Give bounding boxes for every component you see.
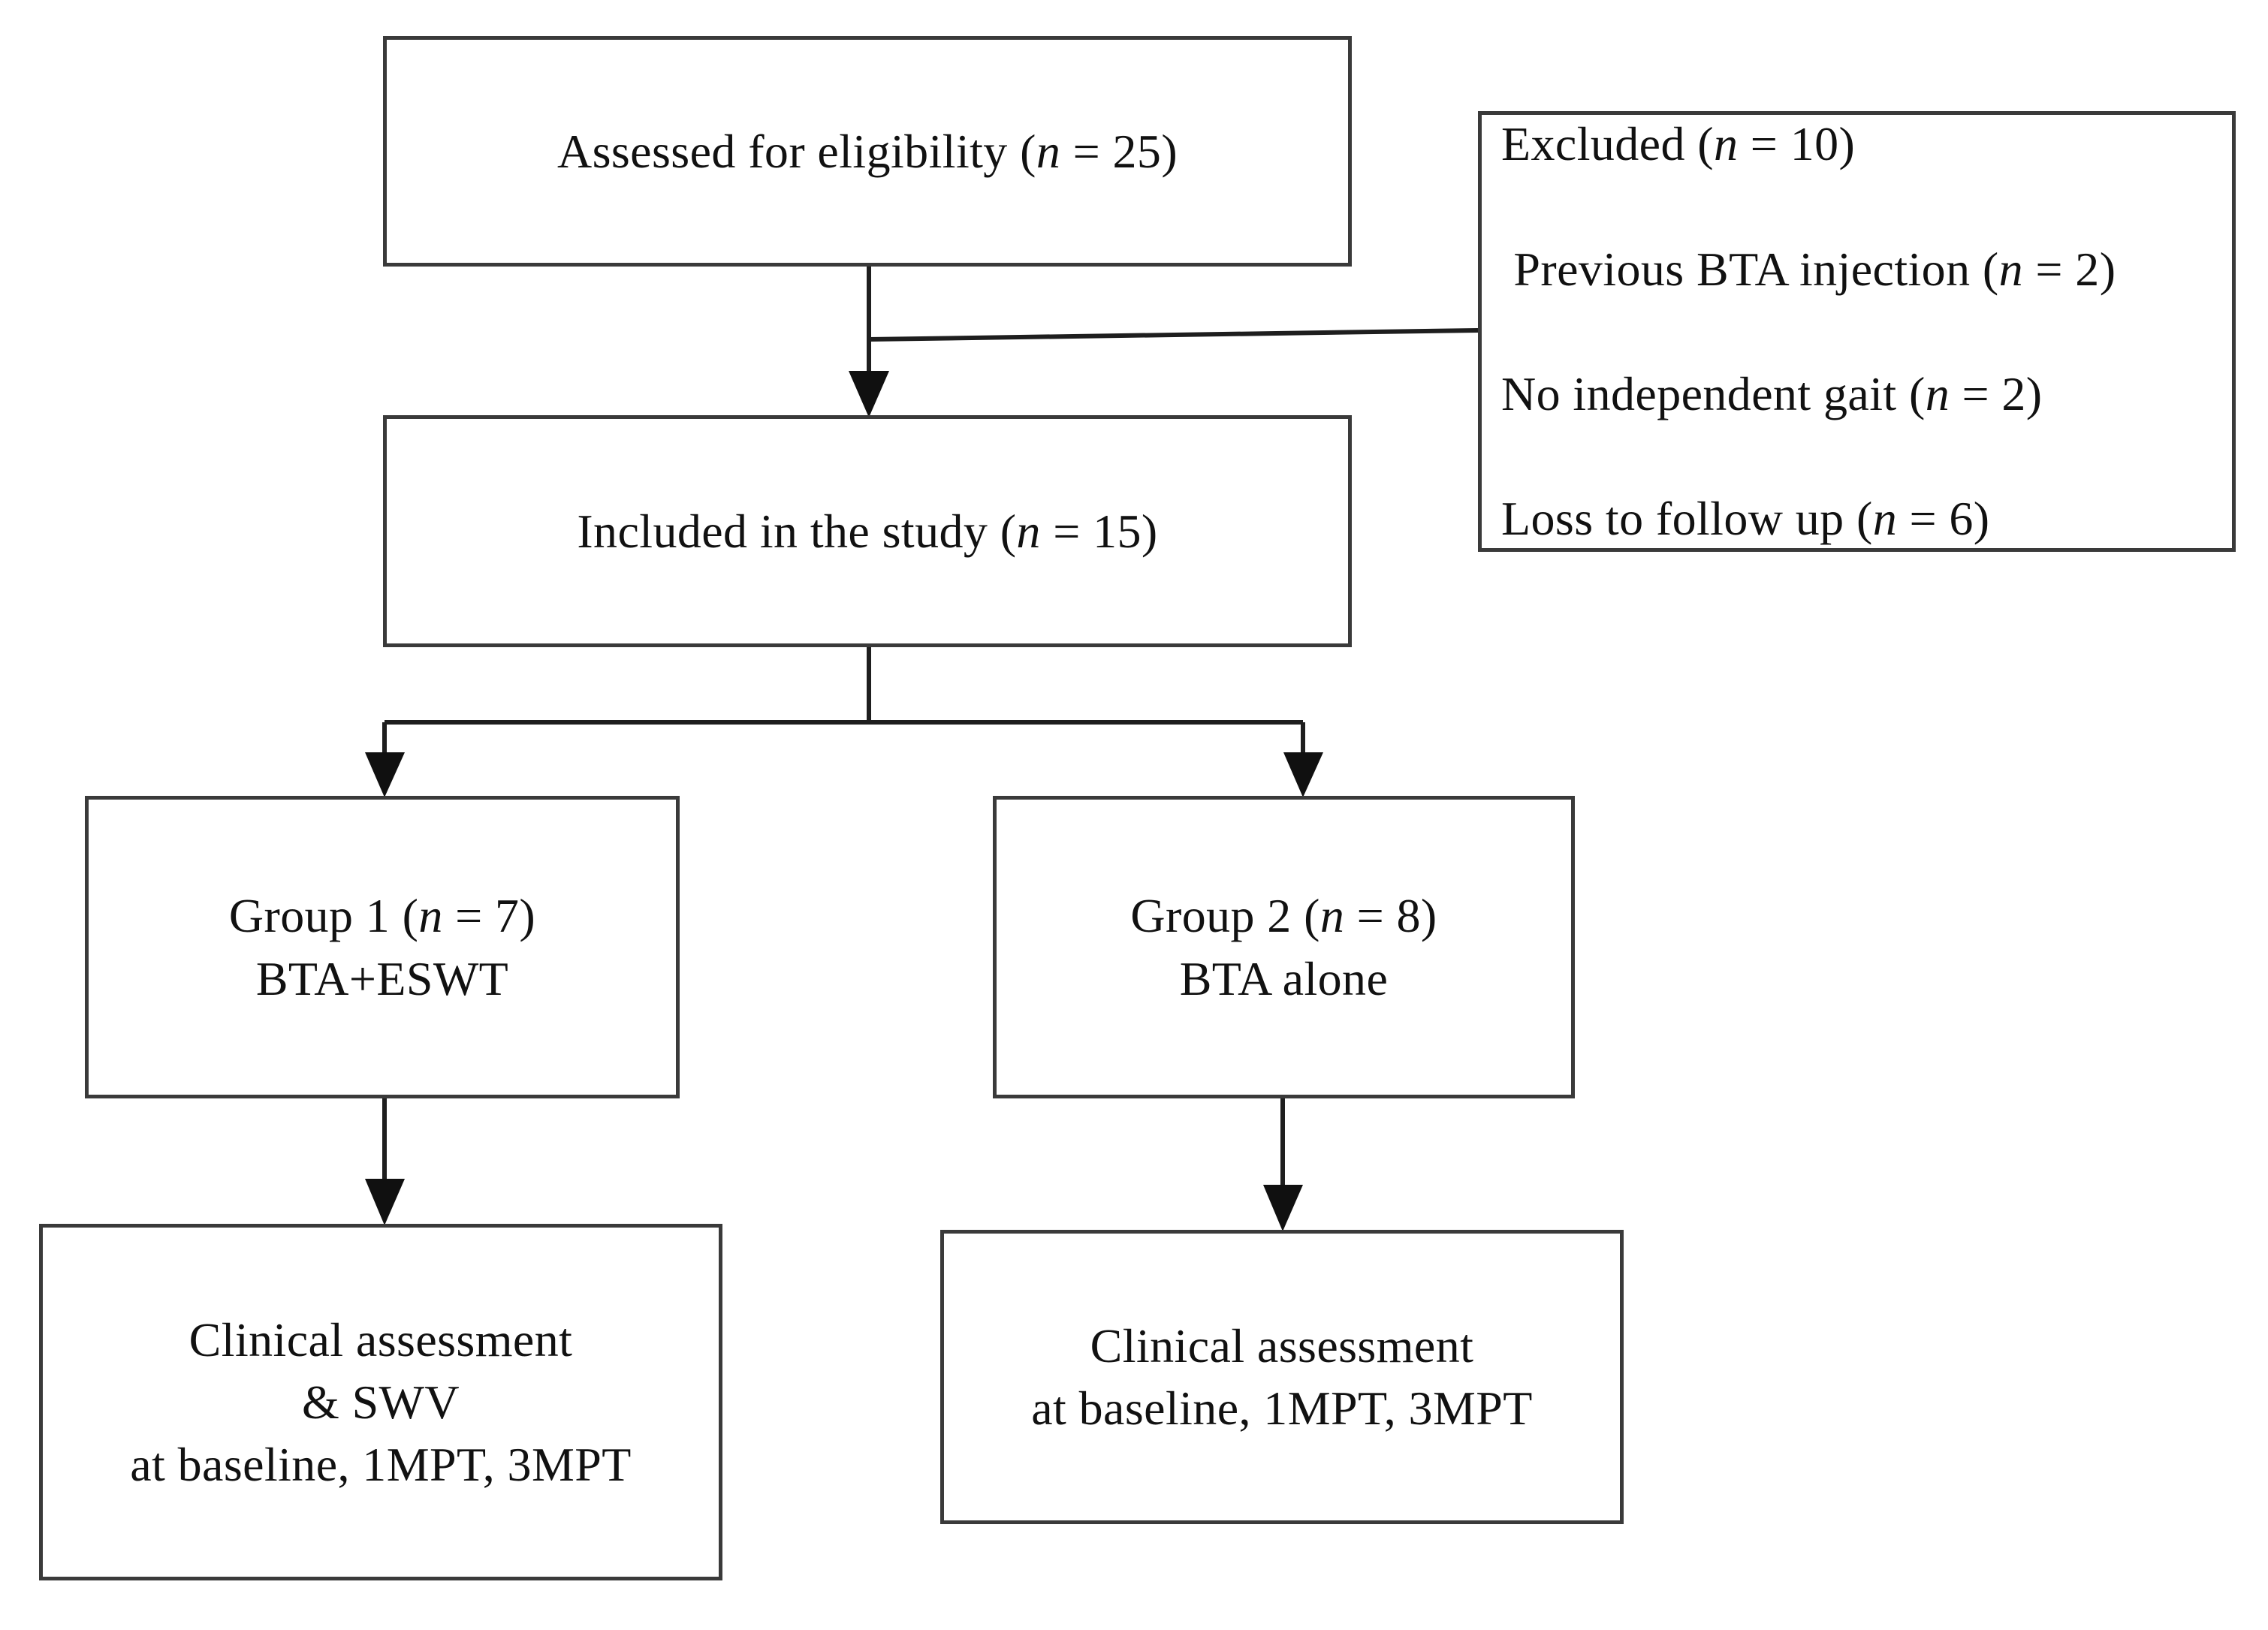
outcome2-label: Clinical assessment at baseline, 1MPT, 3M… (1031, 1315, 1533, 1439)
n-italic: n (1872, 492, 1898, 546)
outcome1-line-2: & SWV (301, 1375, 460, 1429)
node-excluded[interactable]: Excluded (n = 10) Previous BTA injection… (1478, 111, 2236, 552)
node-assessed-for-eligibility[interactable]: Assessed for eligibility (n = 25) (383, 36, 1352, 267)
arrowhead-group2 (1283, 752, 1323, 797)
arrowhead-group1 (365, 752, 405, 797)
group2-treatment: BTA alone (1179, 951, 1389, 1005)
group1-label: Group 1 (n = 7)BTA+ESWT (228, 889, 536, 1005)
n-italic: n (1016, 504, 1041, 558)
excluded-label: Excluded (n = 10) Previous BTA injection… (1501, 117, 2116, 546)
assessed-label: Assessed for eligibility (n = 25) (556, 124, 1178, 178)
included-label: Included in the study (n = 15) (577, 504, 1158, 558)
n-italic: n (1319, 889, 1345, 943)
n-italic: n (1036, 124, 1061, 178)
node-included-in-study[interactable]: Included in the study (n = 15) (383, 415, 1352, 647)
outcome1-label: Clinical assessment & SWV at baseline, 1MP… (130, 1309, 632, 1496)
n-italic: n (1998, 242, 2024, 296)
node-outcome-group-2[interactable]: Clinical assessment at baseline, 1MPT, 3M… (940, 1230, 1624, 1524)
excluded-reason-2: Loss to follow up (n = 6) (1501, 492, 1990, 546)
excluded-reason-1: No independent gait (n = 2) (1501, 367, 2043, 421)
outcome1-line-1: Clinical assessment (188, 1312, 573, 1366)
arrowhead-included (849, 371, 889, 417)
outcome2-line-2: at baseline, 1MPT, 3MPT (1031, 1381, 1533, 1435)
node-outcome-group-1[interactable]: Clinical assessment & SWV at baseline, 1MP… (39, 1224, 722, 1580)
node-group-1[interactable]: Group 1 (n = 7)BTA+ESWT (85, 796, 680, 1098)
n-italic: n (1925, 367, 1950, 421)
outcome2-line-1: Clinical assessment (1090, 1318, 1474, 1372)
n-italic: n (418, 889, 443, 943)
arrowhead-outcome2 (1263, 1185, 1303, 1231)
node-group-2[interactable]: Group 2 (n = 8)BTA alone (993, 796, 1575, 1098)
group1-treatment: BTA+ESWT (255, 951, 509, 1005)
n-italic: n (1714, 117, 1739, 171)
group2-label: Group 2 (n = 8)BTA alone (1130, 889, 1437, 1005)
edge-assessed-to-excluded (868, 328, 1479, 342)
excluded-reason-0: Previous BTA injection (n = 2) (1513, 242, 2116, 296)
arrowhead-outcome1 (365, 1179, 405, 1225)
outcome1-line-3: at baseline, 1MPT, 3MPT (130, 1438, 632, 1492)
